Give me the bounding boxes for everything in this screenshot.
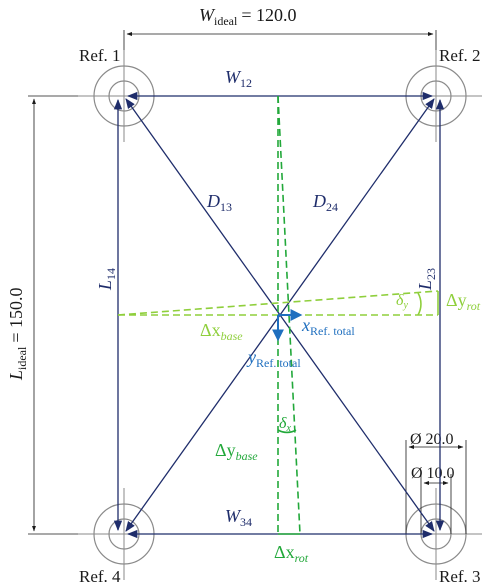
- width-ideal-label: Wideal= 120.0: [199, 5, 296, 28]
- y-ref-total-label: yRef. total: [246, 347, 301, 370]
- x-ref-total-label: xRef. total: [301, 315, 355, 338]
- x-rotated-line: [117, 290, 439, 316]
- d13-label: D13: [206, 191, 232, 214]
- dy-rot-label: Δyrot: [446, 290, 481, 313]
- dia-outer-label: Ø 20.0: [410, 431, 454, 448]
- d24-label: D24: [312, 191, 338, 214]
- dx-rot-label: Δxrot: [274, 542, 309, 565]
- w12-label: W12: [225, 67, 252, 90]
- width-dimension: Wideal= 120.0: [123, 5, 437, 66]
- reference-axes: [272, 309, 303, 342]
- delta-y-arc: [417, 292, 422, 316]
- l14-label: L14: [95, 268, 118, 291]
- dx-base-label: Δxbase: [200, 320, 243, 343]
- ref-hole-4: [78, 488, 170, 580]
- ref-1-label: Ref. 1: [79, 46, 121, 65]
- delta-x-arc: [277, 429, 297, 434]
- ref-4-label: Ref. 4: [79, 567, 121, 586]
- ref-3-label: Ref. 3: [439, 567, 481, 586]
- delta-y-label: δy: [396, 292, 408, 311]
- dy-base-label: Δybase: [215, 440, 258, 463]
- dia-inner-label: Ø 10.0: [411, 465, 455, 482]
- y-rotated-line: [277, 95, 301, 535]
- axis-labels: xRef. total yRef. total: [246, 315, 355, 370]
- l23-label: L23: [415, 268, 438, 291]
- delta-x-label: δx: [279, 415, 291, 434]
- w34-label: W34: [225, 506, 252, 529]
- ref-2-label: Ref. 2: [439, 46, 481, 65]
- ref-labels: Ref. 1 Ref. 2 Ref. 3 Ref. 4: [79, 46, 481, 586]
- length-ideal-label: Lideal= 150.0: [6, 288, 29, 382]
- edge-labels: W12 W34 D13 D24 L14 L23: [95, 67, 438, 529]
- length-dimension: Lideal= 150.0: [6, 95, 78, 535]
- deviation-labels: Δxbase Δyrot δy Δybase Δxrot δx: [200, 290, 481, 565]
- vertical-deviation: [277, 95, 301, 535]
